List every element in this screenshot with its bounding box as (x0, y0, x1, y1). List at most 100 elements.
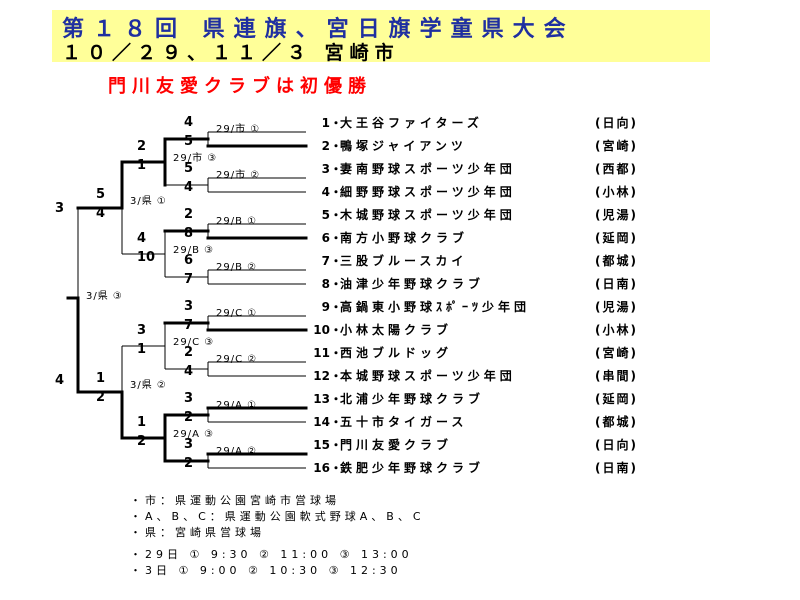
game-label-r1: 29/C ② (216, 354, 258, 365)
score-final: 4 (55, 373, 65, 388)
team-region: (延岡) (595, 392, 638, 406)
team-number: 13 (313, 392, 330, 406)
team-separator: ・ (330, 208, 343, 222)
team-name: 大王谷ファイターズ (340, 116, 483, 130)
team-entry: 11・西池ブルドッグ (306, 345, 452, 361)
team-number: 16 (313, 461, 330, 475)
team-number: 7 (321, 254, 330, 268)
team-name: 木城野球スポーツ少年団 (340, 208, 516, 222)
score-r1: 2 (184, 456, 194, 471)
team-region: (日南) (595, 277, 638, 291)
score-r2: 2 (137, 139, 147, 154)
team-region: (小林) (595, 185, 638, 199)
team-name: 油津少年野球クラブ (340, 277, 485, 291)
team-separator: ・ (330, 323, 343, 337)
game-label-r2: 29/A ③ (173, 429, 215, 440)
game-label-r2: 29/B ③ (173, 245, 215, 256)
game-label-r3: 3/県 ② (130, 380, 167, 391)
score-r2: 1 (137, 342, 147, 357)
team-name: 北浦少年野球クラブ (340, 392, 485, 406)
score-r2: 10 (137, 250, 156, 265)
team-entry: 7・三股ブルースカイ (306, 253, 467, 269)
team-separator: ・ (330, 392, 343, 406)
team-number: 15 (313, 438, 330, 452)
tournament-date-venue: １０／２９、１１／３ 宮崎市 (62, 42, 400, 64)
game-label-r1: 29/C ① (216, 308, 258, 319)
game-label-r1: 29/市 ② (216, 170, 261, 181)
team-region: (都城) (595, 254, 638, 268)
team-name: 五十市タイガース (340, 415, 468, 429)
team-entry: 3・妻南野球スポーツ少年団 (306, 161, 516, 177)
team-separator: ・ (330, 461, 343, 475)
team-entry: 4・細野野球スポーツ少年団 (306, 184, 516, 200)
team-separator: ・ (330, 254, 343, 268)
venue-note-3: ・県：宮崎県営球場 (130, 526, 265, 539)
game-label-r3: 3/県 ① (130, 196, 167, 207)
team-name: 本城野球スポーツ少年団 (340, 369, 516, 383)
team-region: (日向) (595, 116, 638, 130)
game-label-r1: 29/B ② (216, 262, 258, 273)
team-region: (小林) (595, 323, 638, 337)
score-r1: 2 (184, 345, 194, 360)
game-label-r1: 29/市 ① (216, 124, 261, 135)
team-number: 9 (321, 300, 330, 314)
score-r1: 5 (184, 161, 194, 176)
title-banner: 第１８回 県連旗、宮日旗学童県大会 １０／２９、１１／３ 宮崎市 (52, 10, 710, 64)
team-region: (宮崎) (595, 139, 638, 153)
team-separator: ・ (330, 438, 343, 452)
team-separator: ・ (330, 185, 343, 199)
team-entry: 15・門川友愛クラブ (306, 437, 452, 453)
team-separator: ・ (330, 139, 343, 153)
score-final: 3 (55, 201, 65, 216)
team-number: 3 (321, 162, 330, 176)
team-entry: 14・五十市タイガース (306, 414, 467, 430)
team-separator: ・ (330, 277, 343, 291)
team-name: 細野野球スポーツ少年団 (340, 185, 516, 199)
team-name: 妻南野球スポーツ少年団 (340, 162, 516, 176)
team-name: 門川友愛クラブ (340, 438, 453, 452)
schedule-day-3: ・3日 ① 9:00 ② 10:30 ③ 12:30 (130, 564, 402, 577)
team-name: 南方小野球クラブ (340, 231, 469, 245)
team-separator: ・ (330, 415, 343, 429)
team-region: (延岡) (595, 231, 638, 245)
team-name: 高鍋東小野球ｽﾎﾟｰﾂ少年団 (340, 300, 531, 314)
team-number: 2 (321, 139, 330, 153)
score-r1: 3 (184, 299, 194, 314)
team-entry: 10・小林太陽クラブ (306, 322, 452, 338)
score-r1: 4 (184, 115, 194, 130)
score-r2: 2 (137, 434, 147, 449)
score-r1: 4 (184, 180, 194, 195)
team-separator: ・ (330, 231, 343, 245)
score-r2: 1 (137, 415, 147, 430)
venue-note-1: ・市：県運動公園宮崎市営球場 (130, 494, 340, 507)
team-entry: 13・北浦少年野球クラブ (306, 391, 484, 407)
score-r1: 2 (184, 410, 194, 425)
team-number: 6 (321, 231, 330, 245)
score-r1: 5 (184, 134, 194, 149)
team-region: (児湯) (595, 208, 638, 222)
team-separator: ・ (330, 116, 343, 130)
team-entry: 16・鉄肥少年野球クラブ (306, 460, 484, 476)
team-number: 10 (313, 323, 330, 337)
score-r3: 2 (96, 390, 106, 405)
team-region: (日向) (595, 438, 638, 452)
team-region: (都城) (595, 415, 638, 429)
team-name: 西池ブルドッグ (340, 346, 453, 360)
team-number: 1 (321, 116, 330, 130)
team-entry: 8・油津少年野球クラブ (306, 276, 484, 292)
score-r1: 7 (184, 318, 194, 333)
game-label-r2: 29/市 ③ (173, 153, 218, 164)
team-separator: ・ (330, 346, 343, 360)
score-r1: 3 (184, 391, 194, 406)
team-number: 4 (321, 185, 330, 199)
team-name: 小林太陽クラブ (340, 323, 453, 337)
team-entry: 5・木城野球スポーツ少年団 (306, 207, 516, 223)
team-number: 14 (313, 415, 330, 429)
score-r2: 3 (137, 323, 147, 338)
team-number: 8 (321, 277, 330, 291)
venue-note-2: ・A、B、C：県運動公園軟式野球A、B、C (130, 510, 425, 523)
score-r1: 8 (184, 226, 194, 241)
score-r2: 1 (137, 158, 147, 173)
team-region: (宮崎) (595, 346, 638, 360)
